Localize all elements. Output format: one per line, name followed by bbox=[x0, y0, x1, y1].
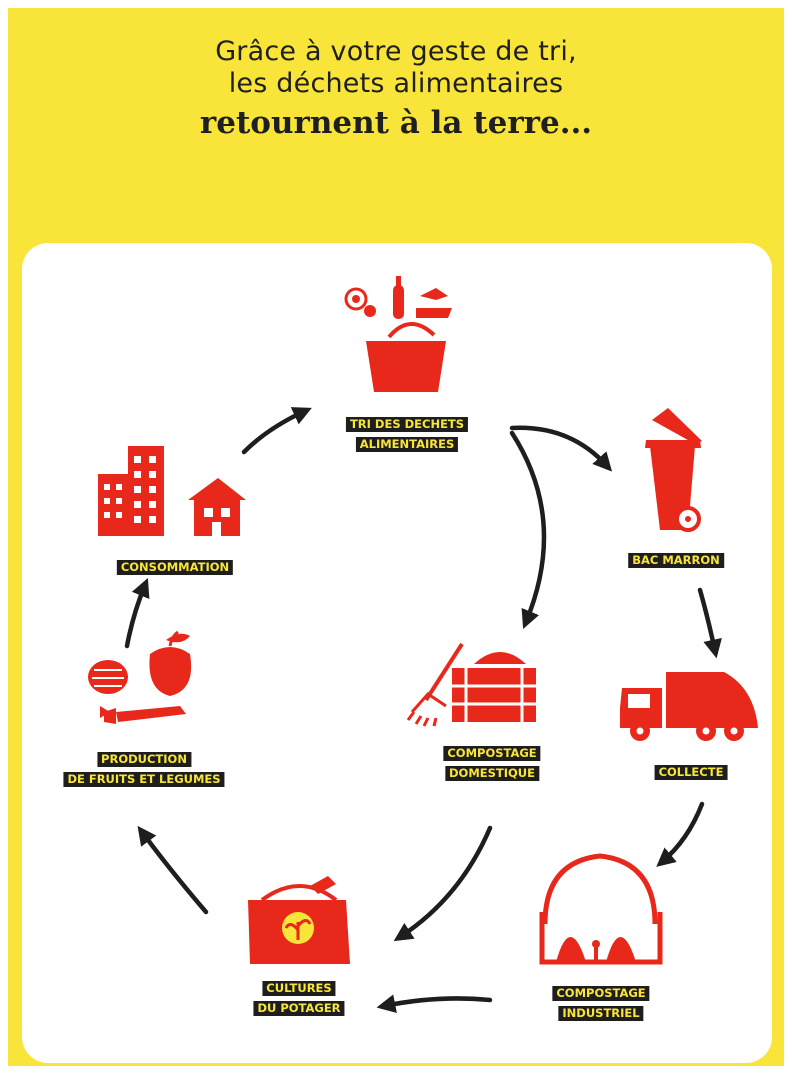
arrow-tri-to-domestique bbox=[509, 430, 547, 629]
arrow-production-to-consommation bbox=[124, 578, 150, 649]
headline: Grâce à votre geste de tri, les déchets … bbox=[8, 36, 784, 144]
label-line: DOMESTIQUE bbox=[444, 766, 539, 781]
label-cultures-du-potager: CULTURES DU POTAGER bbox=[253, 977, 345, 1017]
brown-wheelie-bin-icon bbox=[645, 408, 702, 532]
label-production-fruits-legumes: PRODUCTION DE FRUITS ET LEGUMES bbox=[63, 748, 225, 788]
garbage-truck-icon bbox=[620, 672, 758, 741]
arrow-cultures-to-production bbox=[137, 825, 209, 915]
label-line: COMPOSTAGE bbox=[552, 986, 650, 1001]
arrow-collecte-to-industriel bbox=[656, 801, 705, 867]
arrow-industriel-to-cultures bbox=[376, 994, 493, 1013]
arrow-tri-to-bac bbox=[509, 425, 613, 472]
label-line: TRI DES DECHETS bbox=[345, 417, 469, 432]
headline-line-1: Grâce à votre geste de tri, bbox=[215, 36, 577, 67]
industrial-compost-hangar-icon bbox=[539, 853, 663, 965]
label-line: CULTURES bbox=[262, 981, 336, 996]
arrow-domestique-to-cultures bbox=[393, 825, 493, 942]
label-compostage-domestique: COMPOSTAGE DOMESTIQUE bbox=[443, 742, 541, 782]
buildings-and-house-icon bbox=[98, 446, 246, 536]
label-line: DU POTAGER bbox=[253, 1001, 345, 1016]
label-line: ALIMENTAIRES bbox=[355, 437, 459, 452]
label-bac-marron: BAC MARRON bbox=[628, 549, 724, 569]
label-line: CONSOMMATION bbox=[116, 560, 234, 575]
label-line: BAC MARRON bbox=[628, 553, 724, 568]
label-consommation: CONSOMMATION bbox=[116, 556, 234, 576]
label-line: INDUSTRIEL bbox=[558, 1006, 644, 1021]
label-tri-des-dechets: TRI DES DECHETS ALIMENTAIRES bbox=[345, 413, 469, 453]
label-line: PRODUCTION bbox=[97, 752, 191, 767]
arrow-bac-to-collecte bbox=[697, 587, 722, 659]
home-compost-bin-with-pitchfork-icon bbox=[406, 642, 536, 727]
vegetable-garden-greenhouse-icon bbox=[248, 876, 350, 964]
fruits-and-vegetables-icon bbox=[88, 630, 192, 724]
label-line: COMPOSTAGE bbox=[443, 746, 541, 761]
label-line: COLLECTE bbox=[654, 765, 728, 780]
label-line: DE FRUITS ET LEGUMES bbox=[63, 772, 225, 787]
label-collecte: COLLECTE bbox=[654, 761, 728, 781]
arrow-consommation-to-tri bbox=[241, 407, 312, 455]
headline-line-2: les déchets alimentaires bbox=[228, 68, 564, 99]
headline-line-3: retournent à la terre... bbox=[199, 105, 593, 141]
bucket-with-food-scraps-icon bbox=[344, 276, 452, 392]
label-compostage-industriel: COMPOSTAGE INDUSTRIEL bbox=[552, 982, 650, 1022]
